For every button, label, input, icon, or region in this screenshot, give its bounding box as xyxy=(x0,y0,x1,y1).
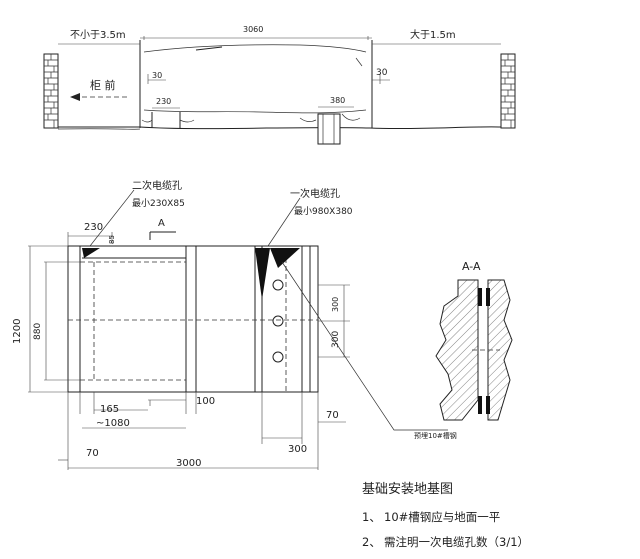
left-hole-width-dim: 230 xyxy=(156,97,171,106)
primary-cable-hole-min: 最小980X380 xyxy=(294,206,353,217)
dim-1080: ~1080 xyxy=(96,418,130,429)
note-text: 10#槽钢应与地面一平 xyxy=(384,510,501,524)
dim-100: 100 xyxy=(196,396,215,407)
secondary-cable-hole-label: 二次电缆孔 xyxy=(132,179,182,192)
front-clearance-label: 不小于3.5m xyxy=(70,29,126,41)
elevation-view: 3060 不小于3.5m 大于1.5m 30 30 柜 前 230 380 xyxy=(43,25,516,145)
cabinet-front-label: 柜 前 xyxy=(90,78,116,92)
rear-clearance-label: 大于1.5m xyxy=(410,28,456,41)
secondary-cable-hole-min: 最小230X85 xyxy=(132,198,185,209)
cable-hole-3 xyxy=(272,351,284,363)
dim-230: 230 xyxy=(84,222,103,233)
foundation-drawing: 3060 不小于3.5m 大于1.5m 30 30 柜 前 230 380 xyxy=(12,25,516,470)
dim-880: 880 xyxy=(33,323,43,340)
dim-70-right: 70 xyxy=(326,410,339,421)
dim-300-bottom: 300 xyxy=(288,444,307,455)
note-item: 1、10#槽钢应与地面一平 xyxy=(362,509,632,525)
dim-165: 165 xyxy=(100,404,119,415)
right-hole-width-dim: 380 xyxy=(330,96,345,105)
right-brick-wall xyxy=(500,53,516,129)
dim-300-upper: 300 xyxy=(331,297,340,312)
left-brick-wall xyxy=(43,53,59,129)
left-cable-hole: 230 xyxy=(141,97,195,128)
cabinet-width-dim: 3060 xyxy=(243,25,263,34)
right-cable-hole: 380 xyxy=(299,96,361,145)
dim-70-left: 70 xyxy=(86,448,99,459)
primary-cable-hole-label: 一次电缆孔 xyxy=(290,187,340,200)
notes-title: 基础安装地基图 xyxy=(362,482,454,497)
section-title: A-A xyxy=(462,260,481,273)
dim-85: 85 xyxy=(108,235,116,244)
section-aa: A-A 预埋10#槽钢 xyxy=(414,260,513,440)
dim-300-lower: 300 xyxy=(331,331,341,348)
offset-left-dim: 30 xyxy=(152,71,162,80)
plan-view: 二次电缆孔 最小230X85 一次电缆孔 最小980X380 A 230 85 … xyxy=(12,179,448,470)
note-number: 1、 xyxy=(362,510,381,524)
note-item: 2、需注明一次电缆孔数（3/1） xyxy=(362,534,632,550)
channel-label: 预埋10#槽钢 xyxy=(414,431,457,440)
section-marker: A xyxy=(158,218,165,229)
cable-hole-2 xyxy=(272,315,284,327)
dim-1200: 1200 xyxy=(12,319,23,344)
offset-right-dim: 30 xyxy=(376,68,388,78)
dim-3000: 3000 xyxy=(176,458,201,469)
cable-hole-1 xyxy=(272,279,284,291)
note-text: 需注明一次电缆孔数（3/1） xyxy=(384,535,530,549)
notes-block: 基础安装地基图 1、10#槽钢应与地面一平 2、需注明一次电缆孔数（3/1） xyxy=(362,478,632,559)
note-number: 2、 xyxy=(362,535,381,549)
